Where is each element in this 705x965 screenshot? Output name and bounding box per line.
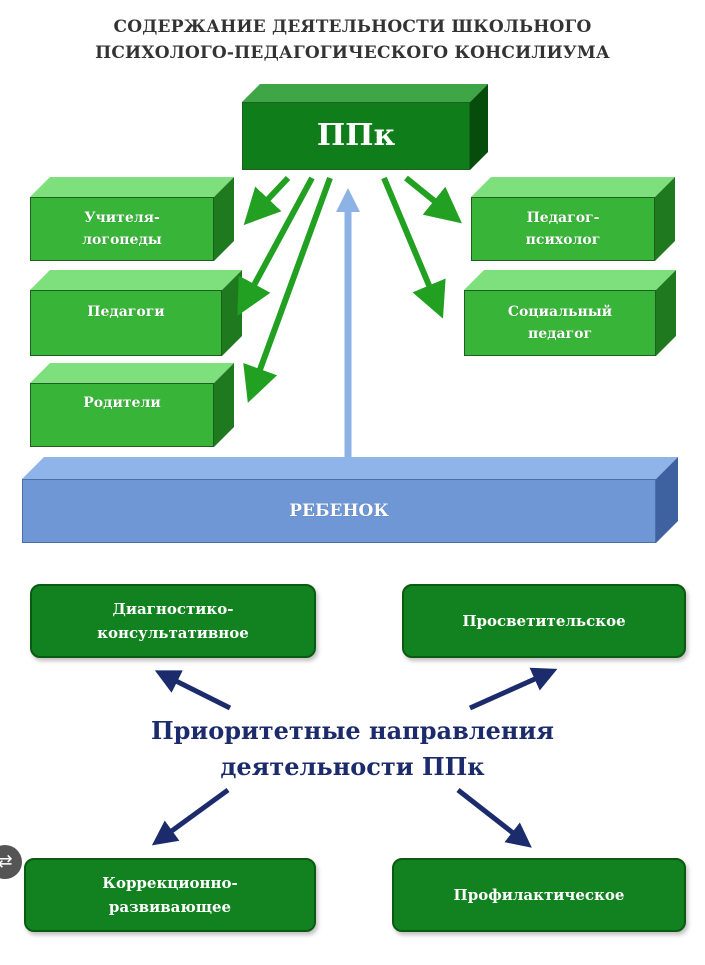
center-to-top-left-arrow <box>154 670 232 711</box>
direction-correctional-developmental: Коррекционно- развивающее <box>24 858 316 932</box>
direction-educational-label: Просветительское <box>462 612 626 630</box>
speech-therapists-line1: Учителя- <box>84 210 160 226</box>
center-to-bottom-left-arrow <box>151 787 230 846</box>
share-icon[interactable]: ⇄ <box>0 845 22 879</box>
teachers-label: Педагоги <box>87 304 165 320</box>
center-text-line1: Приоритетные направления <box>150 716 555 745</box>
teachers-box: Педагоги <box>30 270 242 356</box>
ppk-to-psychologist-arrow <box>404 175 462 224</box>
center-to-top-right-arrow <box>468 667 558 711</box>
social-pedagogue-box: Социальный педагог <box>464 270 676 356</box>
ppk-to-parents-arrow <box>243 176 333 403</box>
speech-therapists-box: Учителя- логопеды <box>30 177 234 261</box>
direction-correctional-line2: развивающее <box>108 898 232 916</box>
direction-diagnostic-line2: консультативное <box>97 624 249 642</box>
direction-educational: Просветительское <box>402 584 686 658</box>
social-pedagogue-line1: Социальный <box>507 304 613 320</box>
psychologist-line2: психолог <box>525 232 601 248</box>
direction-correctional-line1: Коррекционно- <box>102 874 238 892</box>
direction-preventive: Профилактическое <box>392 858 686 932</box>
center-text-line2: деятельности ППк <box>220 752 485 781</box>
diagram-title-line1: СОДЕРЖАНИЕ ДЕЯТЕЛЬНОСТИ ШКОЛЬНОГО <box>113 17 592 37</box>
psychologist-box: Педагог- психолог <box>471 177 675 261</box>
ppk-box: ППк <box>242 84 488 170</box>
child-to-ppk-arrowhead <box>336 188 360 212</box>
ppk-to-teachers-arrow <box>237 176 315 316</box>
ppk-to-speech-therapists-arrow <box>243 175 291 226</box>
direction-diagnostic-consultative: Диагностико- консультативное <box>30 584 316 658</box>
ppk-to-social-pedagogue-arrow <box>381 176 446 319</box>
child-box: РЕБЕНОК <box>22 457 678 543</box>
parents-box: Родители <box>30 363 234 447</box>
diagram-title-line2: ПСИХОЛОГО-ПЕДАГОГИЧЕСКОГО КОНСИЛИУМА <box>95 43 610 63</box>
center-to-bottom-right-arrow <box>456 788 532 848</box>
direction-preventive-label: Профилактическое <box>453 886 625 904</box>
direction-diagnostic-line1: Диагностико- <box>112 600 234 618</box>
child-label: РЕБЕНОК <box>289 501 389 521</box>
ppk-label: ППк <box>316 118 396 153</box>
parents-label: Родители <box>83 395 161 411</box>
psychologist-line1: Педагог- <box>526 210 600 226</box>
speech-therapists-line2: логопеды <box>82 232 162 248</box>
social-pedagogue-line2: педагог <box>527 326 593 342</box>
